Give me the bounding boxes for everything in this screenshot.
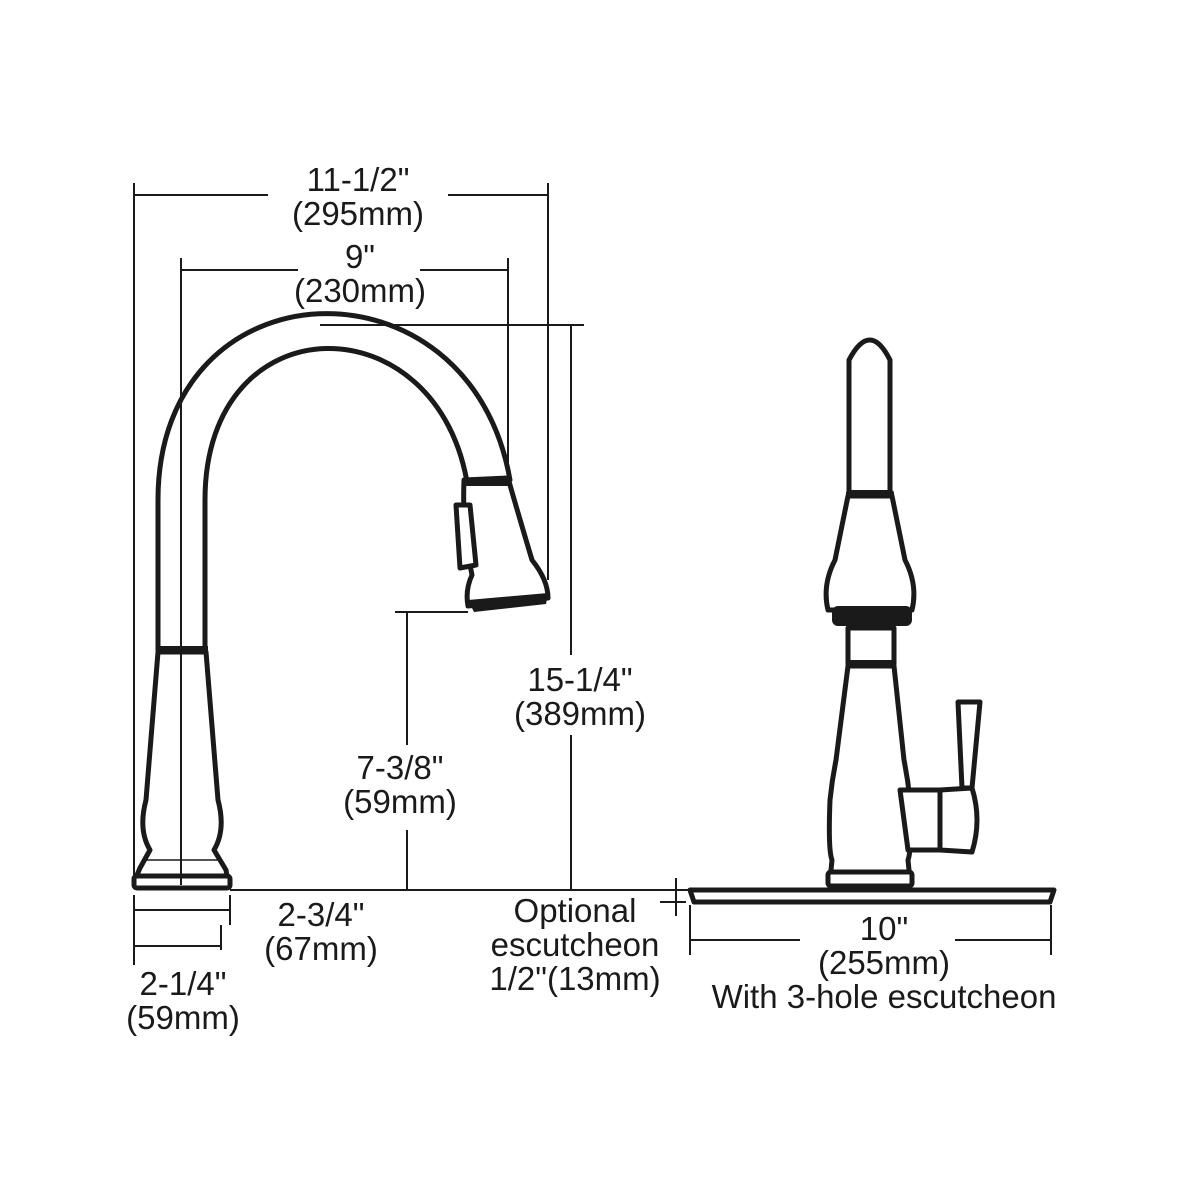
- spray-head-band: [462, 478, 510, 486]
- spout-reach-label: 9" (230mm): [280, 240, 440, 308]
- escutcheon-word-text: escutcheon: [490, 926, 660, 963]
- overall-height-metric: (389mm): [513, 695, 647, 732]
- escutcheon-plate: [687, 887, 1057, 905]
- spout-clearance-label: 7-3/8" (59mm): [320, 751, 480, 819]
- base-depth-label: 2-3/4" (67mm): [246, 898, 396, 966]
- escutcheon-width-imperial: 10": [859, 910, 909, 947]
- escutcheon-thickness-value: 1/2"(13mm): [489, 960, 661, 997]
- base-diameter-metric: (59mm): [126, 999, 240, 1036]
- dimension-lines: [133, 183, 1052, 965]
- overall-width-label: 11-1/2" (295mm): [266, 163, 450, 231]
- overall-width-metric: (295mm): [291, 195, 425, 232]
- front-spout: [846, 337, 893, 498]
- escutcheon-width-note: With 3-hole escutcheon: [711, 978, 1057, 1015]
- faucet-front-view: [687, 337, 1057, 905]
- spray-face: [468, 593, 548, 612]
- escutcheon-width-label: 10" (255mm) With 3-hole escutcheon: [680, 912, 1088, 1014]
- escutcheon-width-metric: (255mm): [817, 944, 951, 981]
- spout-reach-metric: (230mm): [293, 272, 427, 309]
- base-depth-metric: (67mm): [264, 930, 378, 967]
- front-base: [825, 869, 915, 889]
- overall-height-imperial: 15-1/4": [527, 661, 633, 698]
- base-depth-imperial: 2-3/4": [277, 896, 365, 933]
- overall-width-imperial: 11-1/2": [306, 161, 410, 198]
- spout-arch: [155, 311, 513, 653]
- front-lever: [955, 699, 983, 791]
- spray-head-button: [453, 502, 479, 571]
- faucet-side-view: [131, 311, 551, 891]
- front-spray-face: [832, 606, 912, 626]
- front-body: [826, 663, 914, 883]
- spout-reach-imperial: 9": [344, 238, 376, 275]
- front-neck: [845, 625, 897, 667]
- escutcheon-thickness-label: Optional escutcheon 1/2"(13mm): [472, 894, 678, 996]
- spray-head: [461, 475, 551, 609]
- escutcheon-optional-text: Optional: [513, 892, 637, 929]
- front-handle-hub: [937, 785, 980, 855]
- spout-clearance-imperial: 7-3/8": [356, 749, 444, 786]
- base-diameter-label: 2-1/4" (59mm): [108, 967, 258, 1035]
- spout-clearance-metric: (59mm): [343, 783, 457, 820]
- base-diameter-imperial: 2-1/4": [139, 965, 227, 1002]
- overall-height-label: 15-1/4" (389mm): [495, 663, 665, 731]
- front-spray-head: [823, 493, 917, 613]
